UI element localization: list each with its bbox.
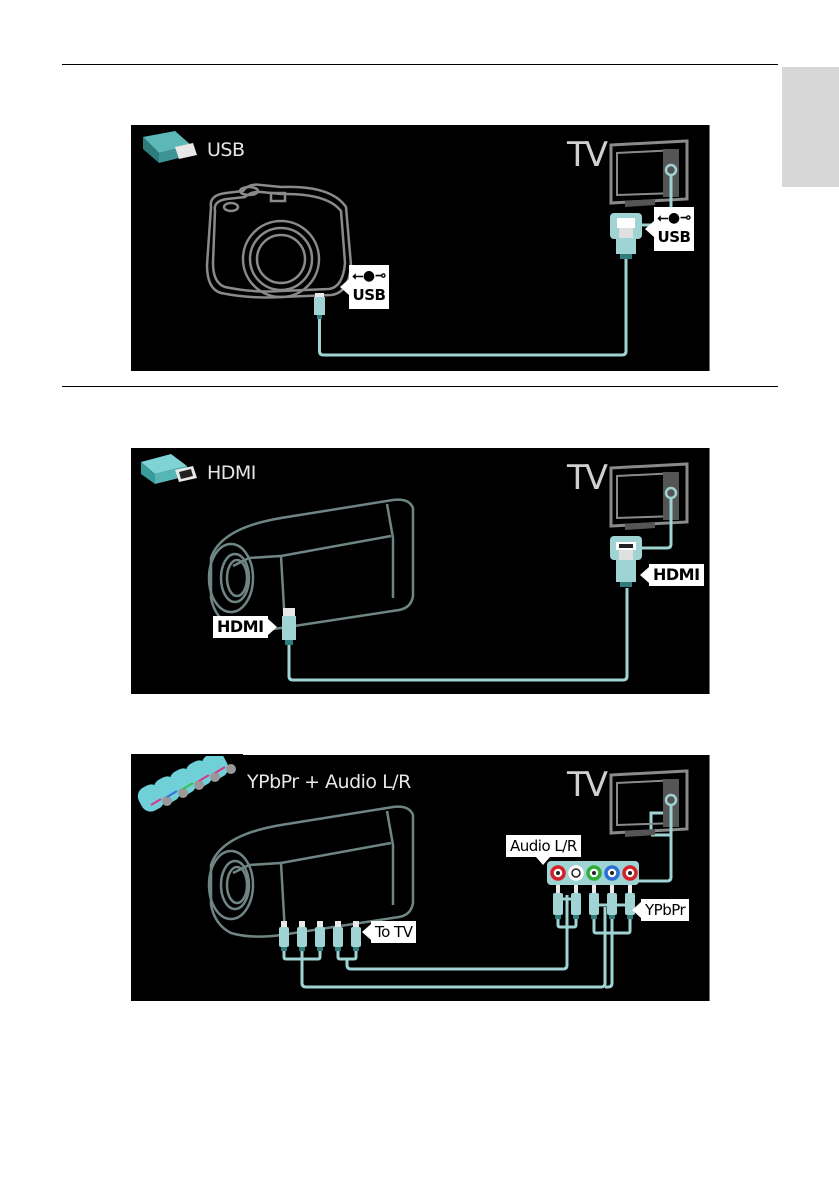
camcorder-icon <box>207 498 415 631</box>
tv-icon <box>609 769 689 837</box>
section-divider-middle <box>62 386 778 387</box>
tv-usb-port-label: ⭠●⊸ USB <box>645 207 694 251</box>
device-to-tv-label: To TV <box>361 921 417 943</box>
usb-connection-diagram: USB TV ⭠●⊸ USB ⭠●⊸ USB <box>131 125 710 371</box>
hdmi-diagram-graphic <box>141 454 689 682</box>
tv-label: TV <box>567 765 608 805</box>
usb-symbol-icon: ⭠●⊸ <box>657 210 691 226</box>
hdmi-plug-icon <box>141 454 197 484</box>
tv-label: TV <box>567 458 608 498</box>
usb-stick-icon <box>143 131 197 163</box>
chapter-thumb-tab <box>782 67 839 187</box>
usb-symbol-icon: ⭠●⊸ <box>352 268 386 284</box>
tv-icon <box>609 462 689 530</box>
tv-label: TV <box>567 135 608 175</box>
tv-rca-plugs <box>553 885 635 919</box>
tv-audio-lr-label: Audio L/R <box>506 835 581 865</box>
usb-diagram-graphic <box>143 131 689 357</box>
ypbpr-diagram-graphic <box>137 755 689 989</box>
tv-icon <box>609 139 689 207</box>
tv-jacks <box>550 865 638 881</box>
device-usb-port-label: ⭠●⊸ USB <box>340 265 389 309</box>
tv-ypbpr-label: YPbPr <box>631 899 690 921</box>
camcorder-icon <box>207 805 415 938</box>
device-hdmi-port-label: HDMI <box>213 616 277 638</box>
hdmi-connection-diagram: HDMI TV HDMI HDMI <box>131 448 710 694</box>
tv-hdmi-port-label: HDMI <box>640 564 704 586</box>
rca-plugs-icon <box>137 755 236 812</box>
ypbpr-panel-top-step <box>131 754 243 756</box>
device-rca-plugs <box>279 921 361 951</box>
panel-title: USB <box>207 139 245 161</box>
panel-title: HDMI <box>207 462 256 484</box>
panel-title: YPbPr + Audio L/R <box>247 771 411 793</box>
ypbpr-connection-diagram: YPbPr + Audio L/R TV To TV Audio L/R YPb… <box>131 755 710 1001</box>
digital-camera-icon <box>205 183 353 299</box>
section-divider-top <box>62 64 778 65</box>
